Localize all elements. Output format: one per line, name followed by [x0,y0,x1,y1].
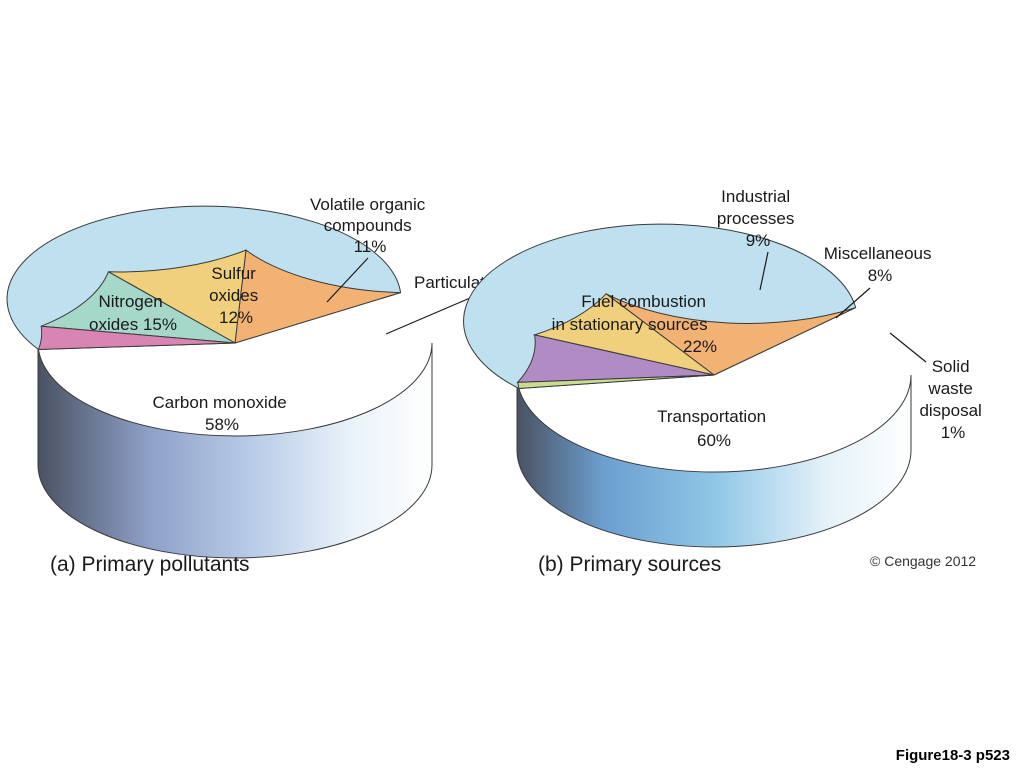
label-line: 11% [354,237,387,256]
label-line: 9% [746,231,771,250]
leader-solid-waste [889,332,927,363]
label-line: compounds [324,216,412,235]
label-line: 1% [941,423,966,442]
label-fuel-combustion: Fuel combustion in stationary sources 22… [552,292,717,356]
label-line: Volatile organic [310,195,426,214]
caption-primary-sources: (b) Primary sources [538,553,721,576]
label-carbon-monoxide: Carbon monoxide 58% [153,393,292,434]
label-line: waste [927,379,972,398]
label-solid-waste-disposal: Solid waste disposal 1% [919,357,986,442]
label-line: processes [717,209,794,228]
label-line: 8% [868,266,893,285]
label-nitrogen-oxides: Nitrogen oxides 15% [89,292,177,334]
label-line: 12% [219,308,253,327]
pie-b-side [516,374,912,548]
label-line: 60% [697,431,731,450]
pie-chart-primary-sources: Transportation 60% Fuel combustion in st… [463,187,986,576]
leader-miscellaneous [835,287,871,319]
label-line: Nitrogen [99,292,163,311]
label-line: Fuel combustion [581,292,706,311]
pie-chart-primary-pollutants: Carbon monoxide 58% Nitrogen oxides 15% … [6,195,548,576]
pie-slice [605,293,856,376]
label-transportation: Transportation 60% [657,407,771,450]
leader-industrial [759,251,769,291]
pie-slice [234,249,401,344]
leader-particulate [385,297,471,335]
label-line: in stationary sources [552,315,708,334]
label-line: Solid [932,357,970,376]
pie-slice [41,271,236,344]
pie-slice [37,325,236,351]
label-line: Sulfur [211,264,256,283]
pie-slice [516,334,715,383]
label-voc: Volatile organic compounds 11% [310,195,430,256]
pie-a-side [37,342,433,559]
label-line: Carbon monoxide [153,393,287,412]
figure-reference: Figure18-3 p523 [895,747,1010,764]
label-line: Transportation [657,407,766,426]
pie-slice [532,293,715,376]
label-line: 58% [205,415,239,434]
pie-slice [516,374,715,390]
copyright-notice: © Cengage 2012 [870,553,976,569]
label-industrial-processes: Industrial processes 9% [717,187,799,250]
label-line: oxides [209,286,258,305]
caption-primary-pollutants: (a) Primary pollutants [50,553,250,576]
label-line: disposal [919,401,981,420]
pie-b-slices [463,223,857,390]
label-line: Industrial [721,187,790,206]
label-miscellaneous: Miscellaneous 8% [824,244,936,285]
label-line: oxides 15% [89,315,177,334]
label-sulfur-oxides: Sulfur oxides 12% [209,264,263,327]
pie-a-slices [6,205,402,351]
pie-slice [108,249,247,344]
leader-voc [326,257,369,303]
label-line: 22% [683,337,717,356]
label-line: Miscellaneous [824,244,932,263]
